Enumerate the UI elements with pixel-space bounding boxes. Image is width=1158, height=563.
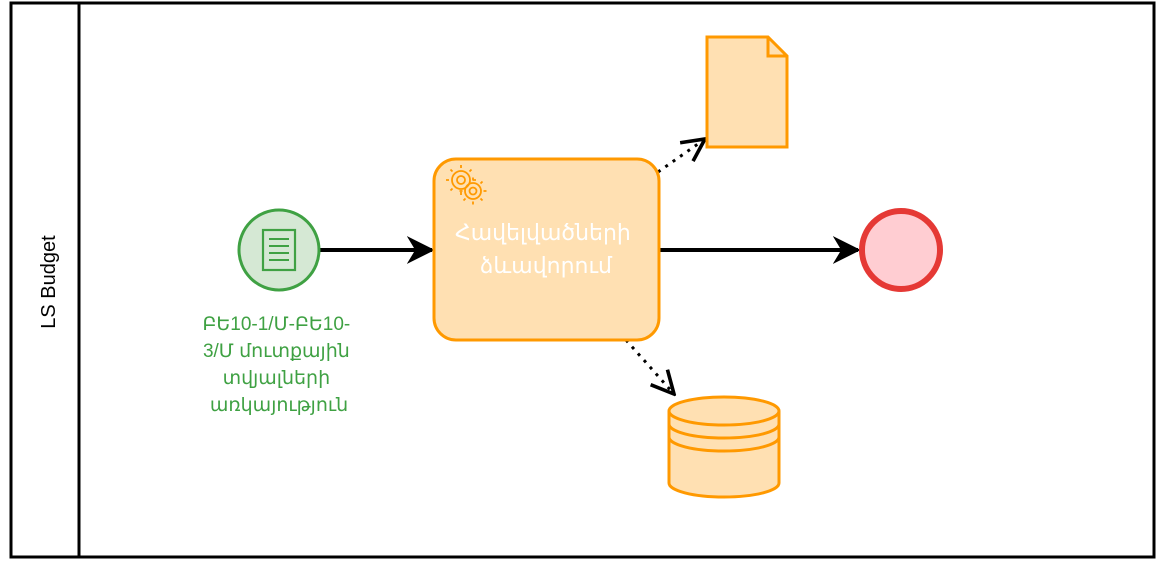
start-event-label-line: 3/Մ մուտքային — [203, 341, 350, 362]
document-icon — [261, 228, 297, 272]
task-label-line: Հավելվածների — [455, 220, 631, 245]
start-event-label-line: ԲԵ10-1/Մ-ԲԵ10- — [202, 314, 350, 335]
start-event-label-line: տվյալների — [223, 368, 331, 389]
association-task-to-data-store — [624, 339, 674, 394]
data-store[interactable] — [667, 395, 781, 499]
task-label-line: ձևավորում — [480, 253, 613, 278]
start-event-label-line: առկայություն — [210, 395, 348, 416]
association-task-to-data-object — [657, 139, 705, 174]
gears-icon — [446, 165, 487, 205]
start-event[interactable] — [237, 208, 321, 292]
lane-label: LS Budget — [38, 235, 60, 329]
start-event-label: ԲԵ10-1/Մ-ԲԵ10- 3/Մ մուտքային տվյալների ա… — [202, 314, 355, 416]
service-task[interactable]: Հավելվածների ձևավորում — [432, 157, 661, 342]
end-event[interactable] — [859, 208, 943, 292]
data-object[interactable] — [705, 35, 789, 149]
task-label: Հավելվածների ձևավորում — [455, 220, 637, 278]
